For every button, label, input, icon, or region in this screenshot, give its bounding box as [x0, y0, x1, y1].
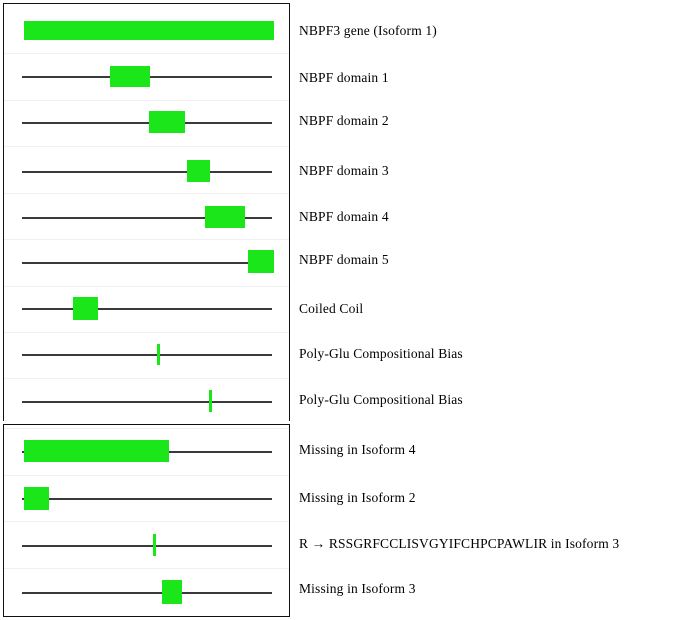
caption-missing-in-isoform-4: Missing in Isoform 4: [299, 442, 416, 457]
caption-poly-glu-compositional-bias-1: Poly-Glu Compositional Bias: [299, 346, 463, 361]
track-baseline: [22, 308, 272, 310]
track-nbpf3-gene-isoform-1: [4, 8, 289, 53]
track-nbpf-domain-3: [4, 146, 289, 193]
track-baseline: [22, 545, 272, 547]
feature-block-nbpf3-gene-isoform-1[interactable]: [24, 21, 274, 40]
isoform-variation-panel: [3, 424, 290, 617]
caption-nbpf3-gene-isoform-1: NBPF3 gene (Isoform 1): [299, 23, 437, 38]
caption-nbpf-domain-4: NBPF domain 4: [299, 209, 389, 224]
track-nbpf-domain-5: [4, 239, 289, 286]
caption-missing-in-isoform-2: Missing in Isoform 2: [299, 490, 416, 505]
feature-block-nbpf-domain-3[interactable]: [187, 160, 210, 182]
track-poly-glu-compositional-bias-2: [4, 378, 289, 422]
track-poly-glu-compositional-bias-1: [4, 332, 289, 378]
track-nbpf-domain-4: [4, 193, 289, 239]
track-missing-in-isoform-4: [4, 428, 289, 475]
feature-block-missing-in-isoform-3[interactable]: [162, 580, 182, 604]
caption-coiled-coil: Coiled Coil: [299, 301, 364, 316]
features-panel: [3, 3, 290, 422]
caption-nbpf-domain-3: NBPF domain 3: [299, 163, 389, 178]
feature-block-missing-in-isoform-4[interactable]: [24, 440, 169, 462]
caption-poly-glu-compositional-bias-2: Poly-Glu Compositional Bias: [299, 392, 463, 407]
feature-block-poly-glu-compositional-bias-2[interactable]: [209, 390, 212, 412]
feature-block-nbpf-domain-4[interactable]: [205, 206, 245, 228]
track-substitution-isoform-3: [4, 521, 289, 568]
track-nbpf-domain-2: [4, 100, 289, 146]
feature-block-substitution-isoform-3[interactable]: [153, 534, 156, 556]
track-baseline: [22, 354, 272, 356]
track-baseline: [22, 217, 272, 219]
feature-block-missing-in-isoform-2[interactable]: [24, 487, 49, 510]
caption-nbpf-domain-1: NBPF domain 1: [299, 70, 389, 85]
track-baseline: [22, 122, 272, 124]
caption-substitution-isoform-3: R → RSSGRFCCLISVGYIFCHPCPAWLIR in Isofor…: [299, 536, 620, 551]
track-baseline: [22, 401, 272, 403]
feature-block-nbpf-domain-5[interactable]: [248, 250, 274, 273]
track-baseline: [22, 262, 272, 264]
feature-block-poly-glu-compositional-bias-1[interactable]: [157, 344, 160, 365]
track-coiled-coil: [4, 286, 289, 332]
feature-block-coiled-coil[interactable]: [73, 297, 98, 320]
caption-nbpf-domain-2: NBPF domain 2: [299, 113, 389, 128]
track-missing-in-isoform-3: [4, 568, 289, 615]
track-nbpf-domain-1: [4, 53, 289, 100]
track-missing-in-isoform-2: [4, 475, 289, 521]
caption-missing-in-isoform-3: Missing in Isoform 3: [299, 581, 416, 596]
feature-block-nbpf-domain-1[interactable]: [110, 66, 150, 87]
feature-block-nbpf-domain-2[interactable]: [149, 111, 185, 133]
track-baseline: [22, 171, 272, 173]
track-baseline: [22, 592, 272, 594]
track-baseline: [22, 498, 272, 500]
caption-nbpf-domain-5: NBPF domain 5: [299, 252, 389, 267]
